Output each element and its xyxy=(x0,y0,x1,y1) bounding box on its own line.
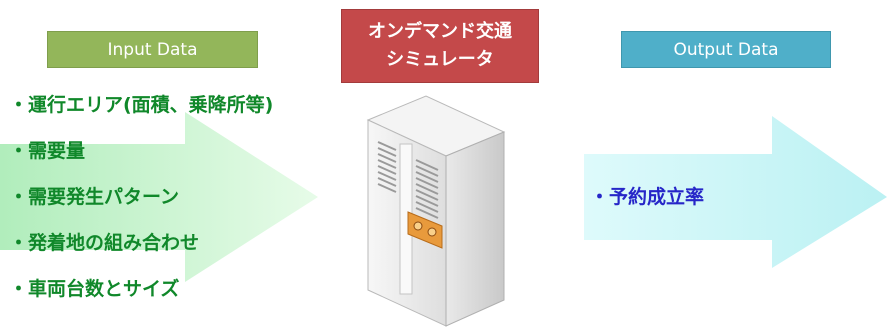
output-list: ・予約成立率 xyxy=(590,174,704,220)
simulator-title: オンデマンド交通 シミュレータ xyxy=(341,9,539,83)
input-item: ・需要量 xyxy=(9,140,86,162)
input-arrow xyxy=(0,112,318,282)
input-item: ・需要発生パターン xyxy=(9,186,180,208)
input-item: ・発着地の組み合わせ xyxy=(9,232,200,254)
input-item: ・運行エリア(面積、乗降所等) xyxy=(9,94,274,116)
output-item: ・予約成立率 xyxy=(590,186,705,208)
simulator-title-line2: シミュレータ xyxy=(386,49,494,70)
output-data-label: Output Data xyxy=(621,31,831,68)
server-tower-icon xyxy=(366,95,506,327)
input-data-label: Input Data xyxy=(47,31,258,68)
simulator-title-line1: オンデマンド交通 xyxy=(368,21,512,42)
input-list: ・運行エリア(面積、乗降所等) ・需要量 ・需要発生パターン ・発着地の組み合わ… xyxy=(9,82,273,312)
input-item: ・車両台数とサイズ xyxy=(9,278,180,300)
output-arrow xyxy=(584,116,887,268)
